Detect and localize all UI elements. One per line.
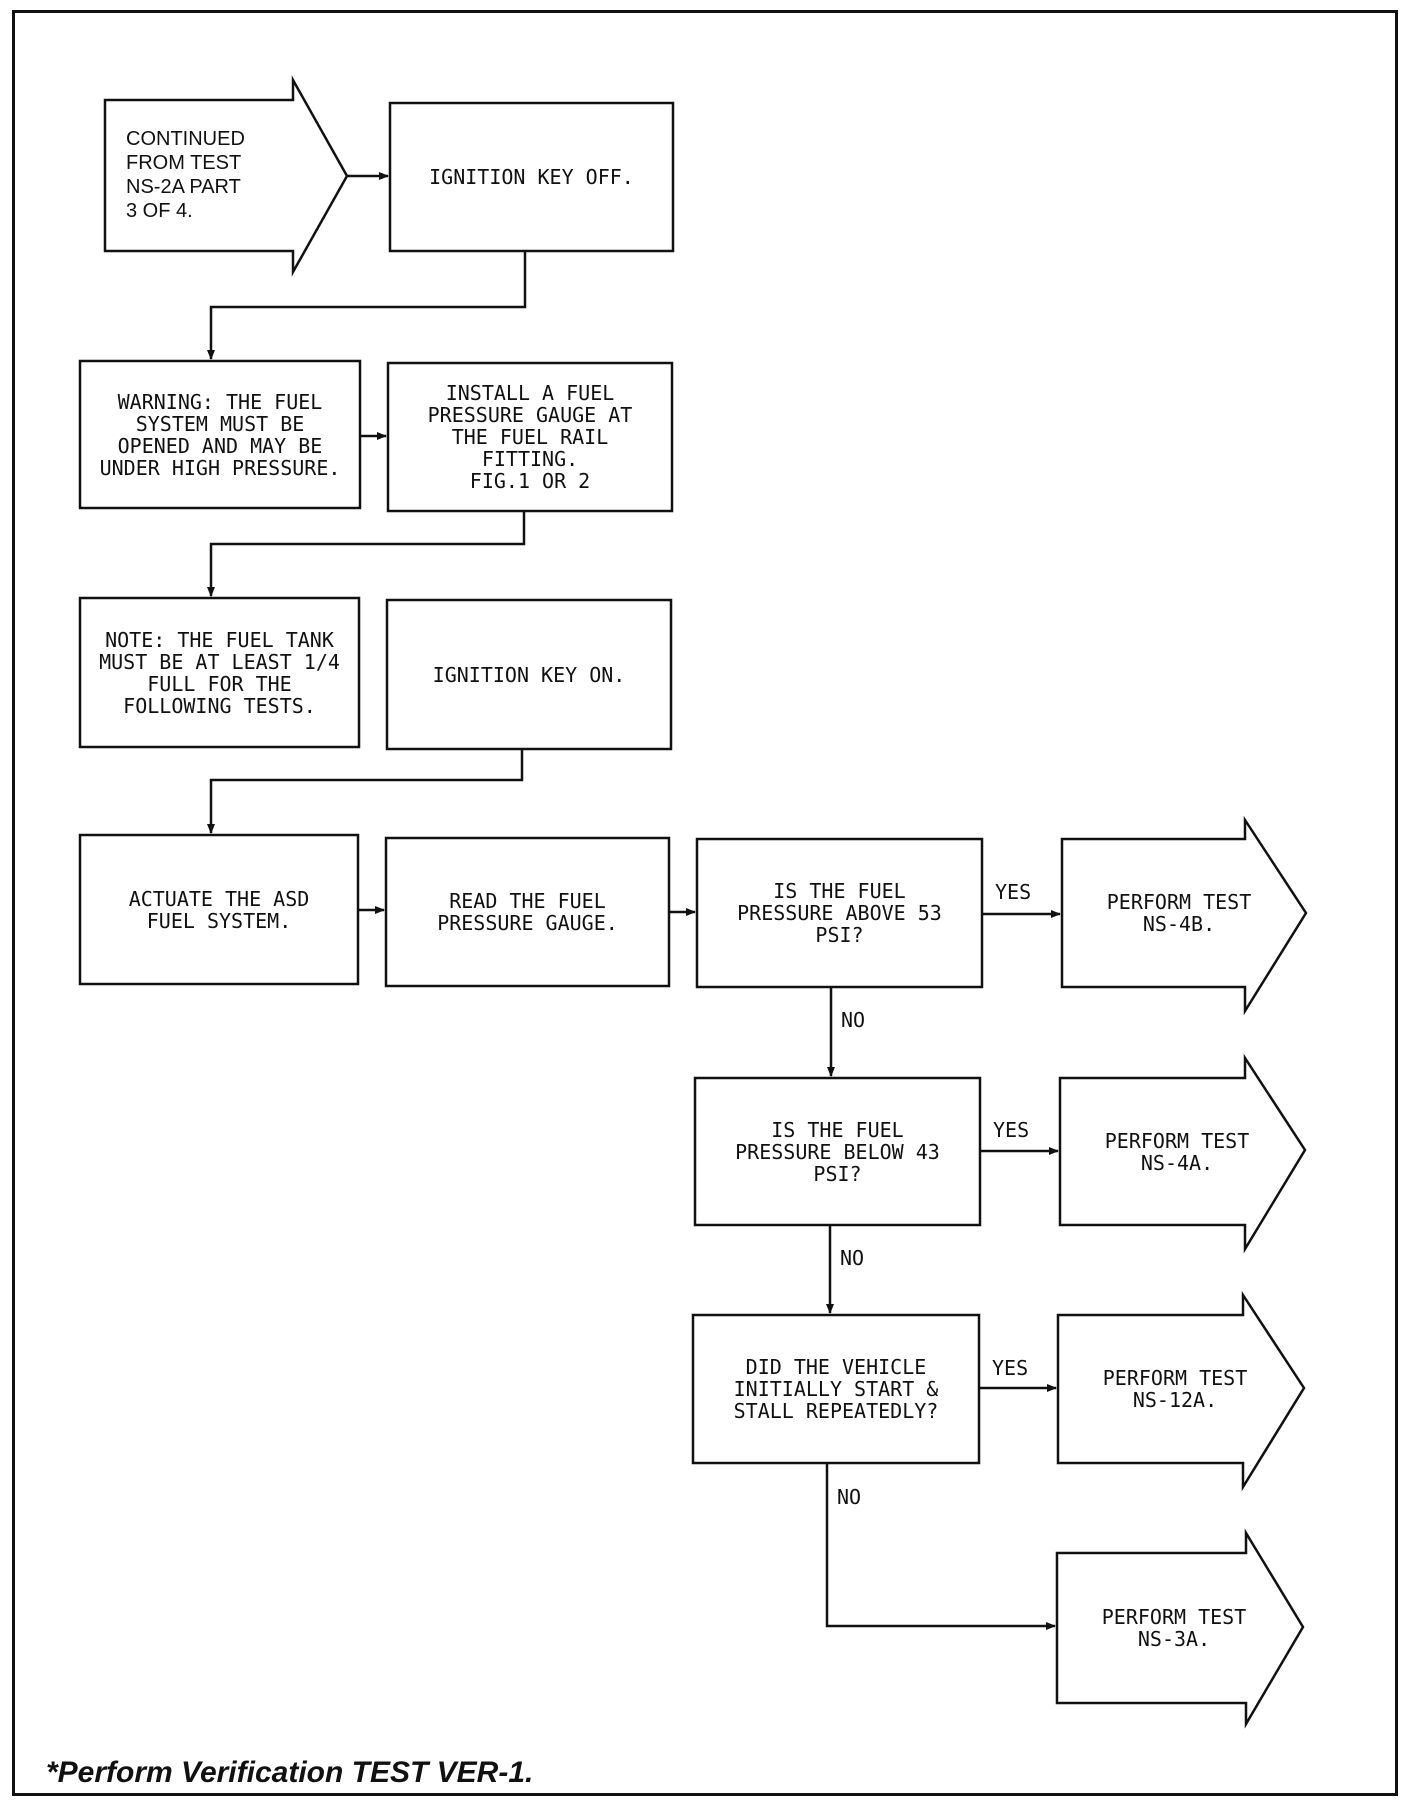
result-ns4b-text: PERFORM TEST NS-4B. <box>1106 890 1252 936</box>
install-gauge-box <box>386 361 674 513</box>
yes-label-above: YES <box>995 880 1032 904</box>
note-text: NOTE: THE FUEL TANK MUST BE AT LEAST 1/4… <box>99 627 340 718</box>
decision-above-text: IS THE FUEL PRESSURE ABOVE 53 PSI? <box>737 879 942 947</box>
verification-footer: *Perform Verification TEST VER-1. <box>46 1756 534 1789</box>
note-box <box>78 596 361 749</box>
yes-label-below: YES <box>993 1118 1030 1142</box>
start-continued-text: CONTINUED FROM TEST NS-2A PART 3 OF 4. <box>126 128 245 222</box>
result-ns12a-text: PERFORM TEST NS-12A. <box>1102 1366 1248 1412</box>
read-gauge-text: READ THE FUEL PRESSURE GAUGE. <box>437 889 618 935</box>
ignition-off-text: IGNITION KEY OFF. <box>429 165 634 189</box>
result-ns4a-text: PERFORM TEST NS-4A. <box>1104 1128 1250 1175</box>
page-frame <box>12 10 1398 1796</box>
result-ns12a-shape <box>1056 1290 1306 1492</box>
start-arrow-shape <box>103 75 349 277</box>
ignition-on-box <box>385 598 673 751</box>
decision-stall-text: DID THE VEHICLE INITIALLY START & STALL … <box>733 1355 939 1423</box>
no-label-stall: NO <box>837 1485 862 1509</box>
warning-text: WARNING: THE FUEL SYSTEM MUST BE OPENED … <box>99 389 341 480</box>
result-ns4b-shape <box>1060 815 1308 1016</box>
warning-box <box>78 359 362 510</box>
result-ns4a-shape <box>1058 1053 1307 1254</box>
result-ns3a-text: PERFORM TEST NS-3A. <box>1101 1605 1247 1651</box>
install-gauge-text: INSTALL A FUEL PRESSURE GAUGE AT THE FUE… <box>427 381 633 493</box>
ignition-off-box <box>388 101 675 253</box>
yes-label-stall: YES <box>992 1356 1029 1380</box>
ignition-on-text: IGNITION KEY ON. <box>432 662 626 687</box>
no-label-below: NO <box>840 1246 865 1270</box>
decision-below-text: IS THE FUEL PRESSURE BELOW 43 PSI? <box>735 1117 940 1186</box>
actuate-text: ACTUATE THE ASD FUEL SYSTEM. <box>128 886 310 933</box>
no-label-above: NO <box>841 1008 866 1032</box>
result-ns3a-shape <box>1055 1528 1305 1729</box>
